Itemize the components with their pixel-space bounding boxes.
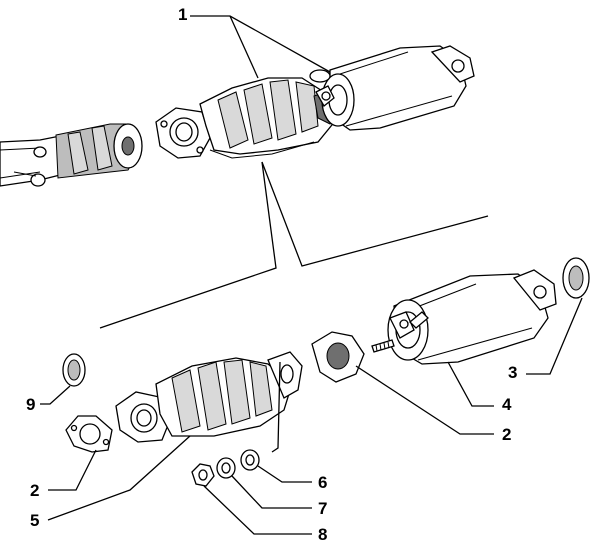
washer-7: [216, 457, 312, 509]
gasket-ring-9: [40, 353, 86, 405]
leader-line-6: [271, 361, 281, 453]
callout-5: 5: [30, 511, 39, 530]
stud-bolt: [371, 339, 395, 353]
flange-gasket-2-right: [311, 331, 494, 435]
callout-8: 8: [318, 525, 327, 544]
callout-7: 7: [318, 499, 327, 518]
assembled-exhaust-view: [0, 15, 489, 329]
catalytic-converter-top: [155, 77, 343, 159]
rear-muffler-4: [371, 269, 557, 407]
catalytic-converter-5: [47, 351, 303, 521]
callout-3: 3: [508, 363, 517, 382]
washer-6: [240, 449, 312, 483]
flange-gasket-2-left: [48, 415, 113, 491]
callout-2-right: 2: [502, 425, 511, 444]
leader-lines-1: [190, 15, 331, 79]
nut-8: [191, 463, 312, 535]
front-pipe: [0, 123, 143, 187]
callout-2-left: 2: [30, 481, 39, 500]
callout-4: 4: [502, 395, 512, 414]
callout-6: 6: [318, 473, 327, 492]
callout-9: 9: [26, 395, 35, 414]
gasket-ring-3: [526, 257, 590, 375]
rear-muffler-top: [309, 45, 475, 131]
explode-guide-lines: [99, 161, 489, 329]
callout-1: 1: [178, 5, 187, 24]
